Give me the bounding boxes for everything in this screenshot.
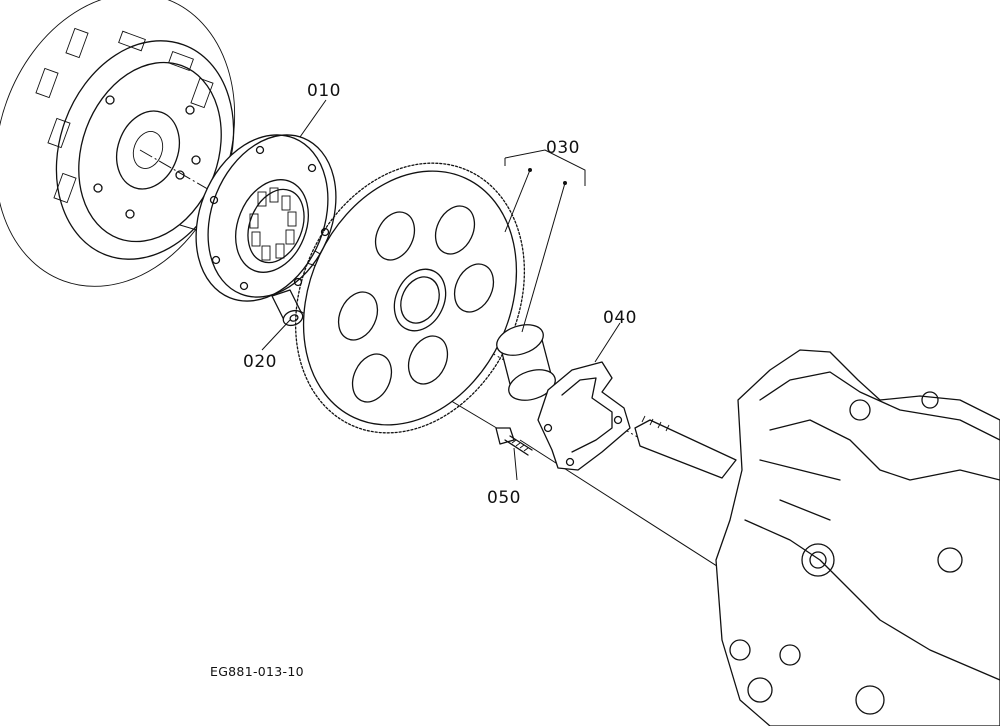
callout-050: 050: [487, 488, 521, 508]
engine-housing: [634, 349, 1000, 726]
leader-dot: [563, 181, 567, 185]
bracket-plate: [537, 361, 631, 471]
leader-dot: [528, 168, 532, 172]
leader-lines: [261, 99, 621, 481]
callout-010: 010: [307, 81, 341, 101]
bushing: [496, 324, 556, 401]
callout-030: 030: [546, 138, 580, 158]
flywheel: [0, 0, 236, 287]
callout-040: 040: [603, 308, 637, 328]
flange-bolt: [495, 427, 533, 456]
callout-020: 020: [243, 352, 277, 372]
one-way-clutch: [195, 134, 337, 302]
drawing-code: EG881-013-10: [210, 664, 304, 679]
